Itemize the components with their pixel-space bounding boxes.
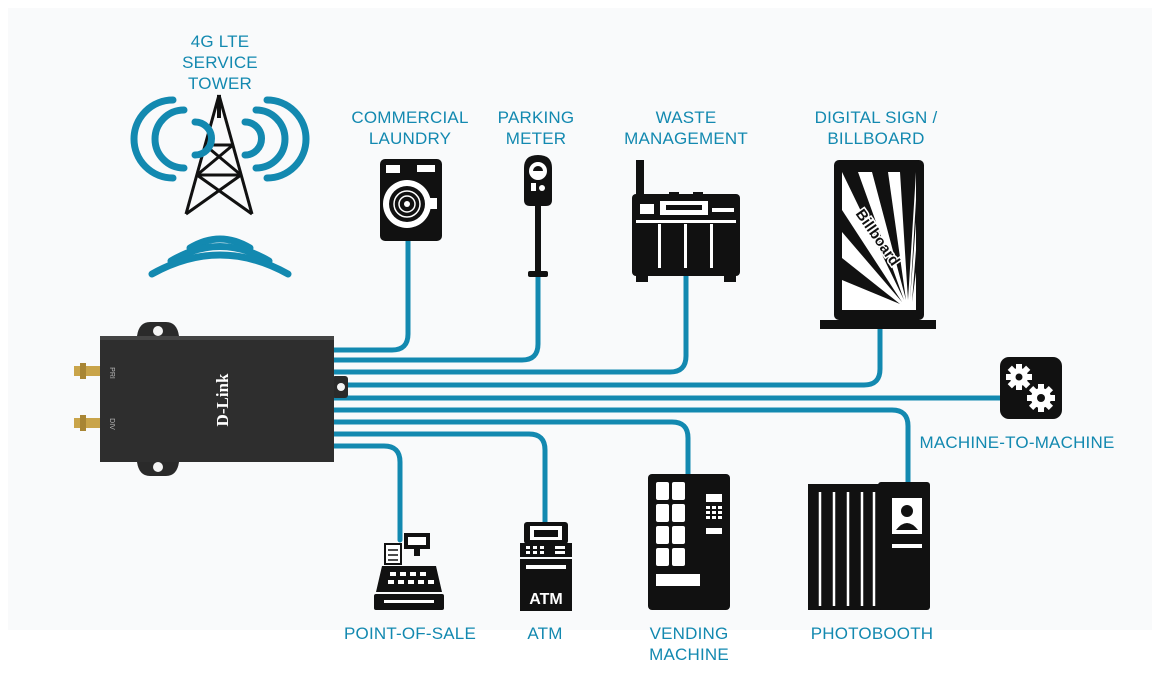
washing-machine-icon <box>380 159 442 241</box>
line-atm <box>331 431 548 527</box>
digital-billboard-icon <box>820 160 936 329</box>
line-sign <box>331 325 883 388</box>
waste-container-icon <box>632 160 740 282</box>
diagram-background <box>8 8 1152 630</box>
atm-label: ATM <box>527 624 563 643</box>
line-photobooth <box>331 407 911 487</box>
machine-to-machine-gears-icon <box>1000 357 1062 419</box>
line-laundry <box>331 237 411 353</box>
m2m-label: MACHINE-TO-MACHINE <box>919 433 1115 452</box>
atm-icon-text: ATM <box>529 591 562 608</box>
line-vending <box>331 419 691 479</box>
pos-label: POINT-OF-SALE <box>343 624 476 643</box>
atm-icon <box>520 522 572 611</box>
dlink-router-device <box>74 322 348 476</box>
vending-machine-icon <box>648 474 730 610</box>
antenna-label-div: DIV <box>108 418 115 430</box>
antenna-label-pri: PRI <box>108 367 115 379</box>
router-brand-text: D-Link <box>213 373 232 426</box>
connection-lines <box>331 237 1006 543</box>
line-pos <box>331 443 403 543</box>
cash-register-icon <box>374 533 444 610</box>
parking-meter-icon <box>524 155 552 277</box>
photobooth-label: PHOTOBOOTH <box>810 624 934 643</box>
line-parking <box>331 265 541 363</box>
line-waste <box>331 267 689 375</box>
tower-signal-arcs <box>130 96 310 278</box>
sign-label: DIGITAL SIGN /BILLBOARD <box>814 108 938 148</box>
photobooth-icon <box>808 482 930 610</box>
